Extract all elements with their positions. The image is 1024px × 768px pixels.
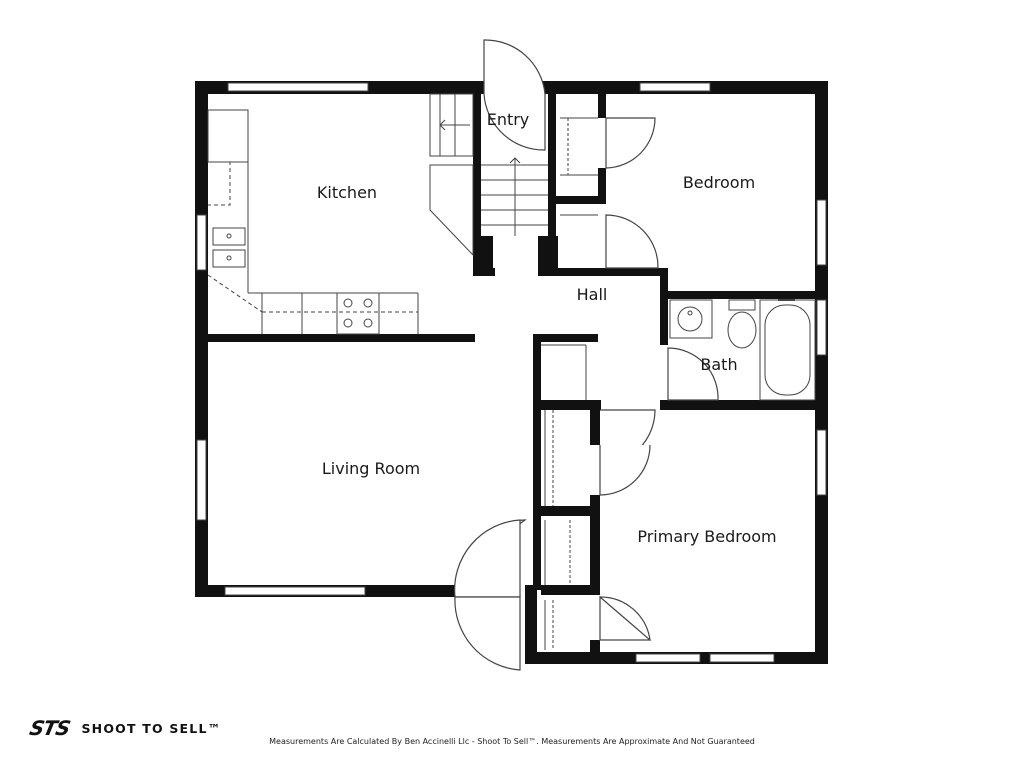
windows xyxy=(196,82,827,663)
interior-walls xyxy=(208,94,828,660)
kitchen-fixtures xyxy=(207,109,419,335)
stairs xyxy=(429,93,548,257)
room-label-kitchen: Kitchen xyxy=(317,183,377,202)
room-label-hall: Hall xyxy=(577,285,608,304)
room-label-living-room: Living Room xyxy=(322,459,420,478)
bath-fixtures xyxy=(669,299,816,401)
doors xyxy=(454,39,719,671)
closets xyxy=(541,117,598,650)
logo-wordmark: SHOOT TO SELL™ xyxy=(81,720,222,736)
room-label-primary-bedroom: Primary Bedroom xyxy=(637,527,776,546)
shoot-to-sell-logo: STS SHOOT TO SELL™ xyxy=(27,716,222,740)
room-label-bath: Bath xyxy=(700,355,737,374)
room-label-bedroom: Bedroom xyxy=(683,173,755,192)
room-label-entry: Entry xyxy=(487,110,530,129)
measurement-disclaimer: Measurements Are Calculated By Ben Accin… xyxy=(269,737,755,746)
